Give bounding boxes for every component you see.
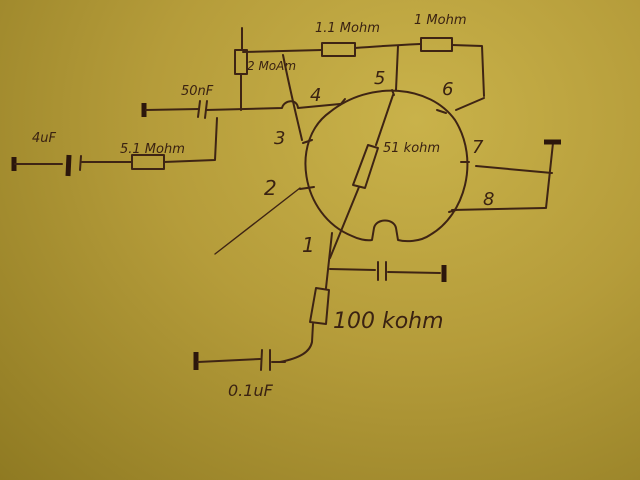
label-1mohm: 1 Mohm: [414, 13, 466, 28]
label-50nf: 50nF: [181, 84, 214, 99]
pin-label-5: 5: [374, 68, 385, 89]
wire-pin5: [395, 45, 399, 91]
pin-label-3: 3: [274, 128, 285, 149]
capacitor-4uf: 4uF: [11, 131, 82, 177]
resistor-51kohm: 51 kohm: [329, 94, 440, 259]
wires-pin7-pin8: [451, 139, 561, 211]
wire-pin6: [455, 97, 485, 111]
capacitor-0-1uf: 0.1uF: [193, 349, 286, 400]
pin2-tick: [299, 186, 315, 190]
label-5-1mohm: 5.1 Mohm: [120, 142, 185, 157]
pin-label-7: 7: [472, 137, 484, 158]
pin-label-4: 4: [310, 85, 321, 106]
pin-label-8: 8: [483, 189, 494, 210]
capacitor-pin1: [325, 232, 447, 289]
resistor-1mohm: 1 Mohm: [414, 13, 485, 97]
socket-outline: [304, 89, 469, 243]
capacitor-50nf: 50nF: [141, 84, 341, 119]
label-4uf: 4uF: [32, 131, 57, 146]
resistor-100kohm: 100 kohm: [279, 287, 444, 363]
label-100kohm: 100 kohm: [333, 309, 444, 334]
pin-label-6: 6: [442, 79, 453, 100]
resistor-1-1mohm: 1.1 Mohm: [242, 21, 421, 57]
resistor-5-1mohm: 5.1 Mohm: [81, 117, 218, 170]
pin6-tick: [436, 109, 447, 114]
pin-label-2: 2: [264, 176, 277, 200]
wire-pin3: [282, 54, 303, 141]
label-51kohm: 51 kohm: [383, 141, 440, 156]
wire-pin2: [214, 187, 301, 255]
pin5-tick: [391, 89, 395, 96]
label-2mohm: 2 MoAm: [247, 59, 296, 73]
label-1-1mohm: 1.1 Mohm: [315, 21, 380, 36]
pin3-tick: [302, 139, 313, 144]
label-0-1uf: 0.1uF: [228, 381, 274, 400]
pin-label-1: 1: [302, 233, 315, 257]
tube-socket: [299, 89, 470, 243]
